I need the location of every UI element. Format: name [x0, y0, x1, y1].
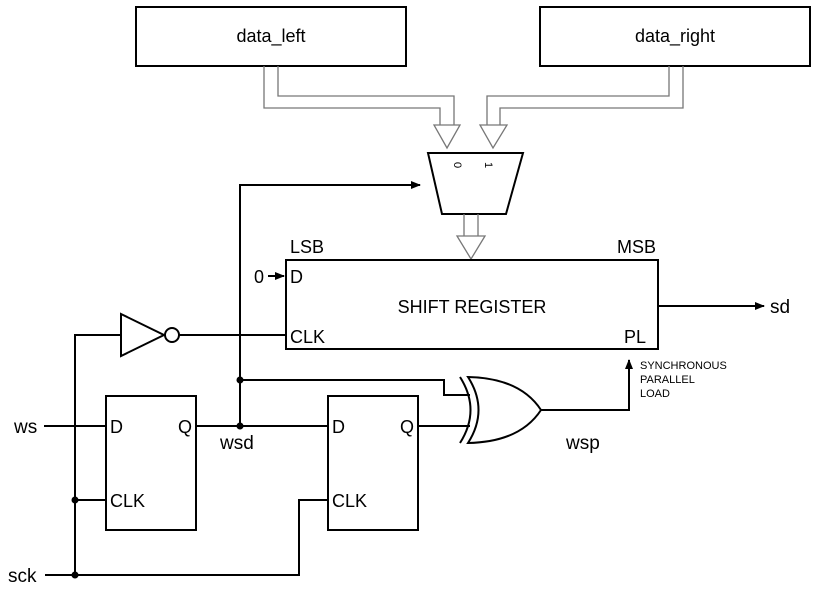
shift-register: SHIFT REGISTER LSB MSB D CLK PL	[285, 237, 659, 350]
ff1-clk-pin: CLK	[110, 491, 145, 511]
mux-input-0-label: 0	[451, 162, 463, 168]
ws-input: ws	[13, 417, 106, 438]
shift-register-d-input: 0	[254, 267, 285, 287]
ff1-d-pin: D	[110, 417, 123, 437]
shift-register-d-pin: D	[290, 267, 303, 287]
shift-register-clk-pin: CLK	[290, 327, 325, 347]
sd-output: sd	[658, 297, 790, 318]
ff2-q-pin: Q	[400, 417, 414, 437]
pl-note-line-1: SYNCHRONOUS	[640, 360, 727, 372]
pl-note-line-3: LOAD	[640, 388, 670, 400]
data-left-bus	[263, 66, 462, 150]
data-right-bus	[478, 66, 684, 150]
ff1-q-pin: Q	[178, 417, 192, 437]
inverter-gate	[120, 312, 180, 358]
ws-label: ws	[13, 417, 37, 438]
lsb-label: LSB	[290, 237, 324, 257]
data-right-block: data_right	[539, 6, 811, 67]
flip-flop-2: D Q CLK	[327, 395, 419, 531]
wsd-wire: wsd	[196, 181, 470, 454]
flip-flop-1: D Q CLK	[105, 395, 197, 531]
mux-input-1-label: 1	[482, 162, 494, 168]
xor-gate	[459, 375, 543, 445]
msb-label: MSB	[617, 237, 656, 257]
ff2-clk-pin: CLK	[332, 491, 367, 511]
pl-note: SYNCHRONOUS PARALLEL LOAD	[640, 360, 727, 400]
sd-label: sd	[770, 297, 790, 318]
sck-wire: sck	[8, 334, 328, 587]
multiplexer: 0 1	[426, 152, 525, 215]
shift-register-label: SHIFT REGISTER	[398, 297, 547, 317]
wsd-label: wsd	[219, 433, 254, 454]
ff2-d-pin: D	[332, 417, 345, 437]
data-left-block: data_left	[135, 6, 407, 67]
data-right-label: data_right	[635, 26, 715, 47]
pl-note-line-2: PARALLEL	[640, 374, 695, 386]
shift-register-pl-pin: PL	[624, 327, 646, 347]
data-left-label: data_left	[236, 26, 305, 47]
d-input-zero-label: 0	[254, 267, 264, 287]
wsp-label: wsp	[565, 433, 600, 454]
mux-output-bus	[455, 214, 487, 261]
sck-label: sck	[8, 566, 37, 587]
wsp-wire: wsp	[541, 359, 633, 454]
